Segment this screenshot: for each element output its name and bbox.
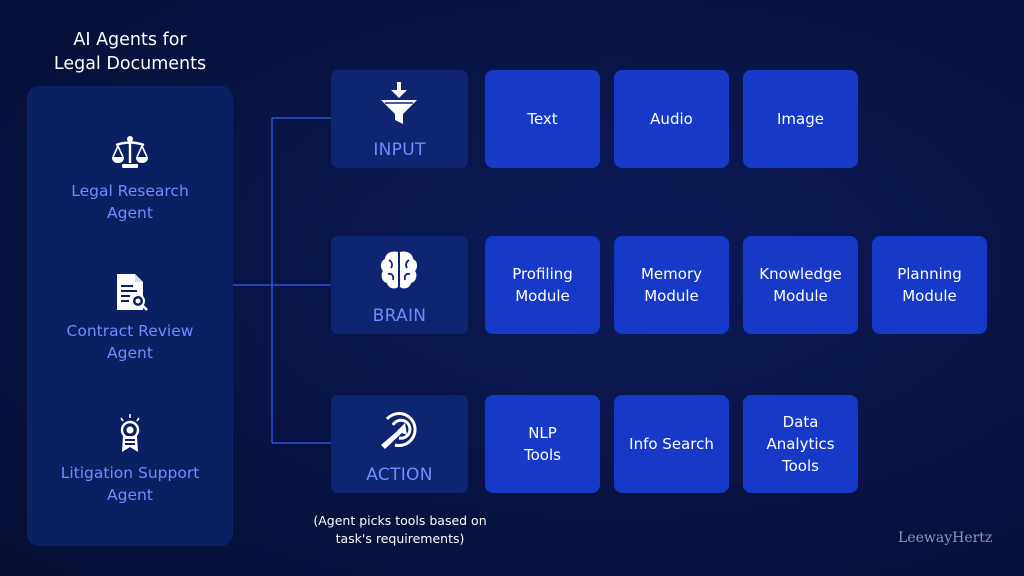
category-label: INPUT	[373, 140, 426, 160]
category-input: INPUT	[331, 70, 468, 168]
agent-label-line2: Agent	[107, 486, 153, 504]
agents-panel: Legal Research Agent Contract Review Age…	[27, 86, 233, 546]
diagram-title-line2: Legal Documents	[53, 54, 207, 74]
note-line1: (Agent picks tools based on	[313, 513, 487, 528]
item-text: Text	[485, 70, 600, 168]
item-label: Data	[782, 413, 819, 431]
cursor-target-icon	[381, 412, 417, 449]
category-label: ACTION	[366, 465, 433, 485]
agent-contract-review: Contract Review Agent	[27, 270, 233, 364]
item-label: Profiling	[512, 265, 573, 283]
item-label: Image	[777, 110, 824, 128]
agent-label-line1: Contract Review	[66, 322, 194, 340]
category-action: ACTION	[331, 395, 468, 493]
agent-label-line1: Legal Research	[71, 182, 189, 200]
item-label: Tools	[782, 457, 819, 475]
item-label: Text	[527, 110, 558, 128]
agent-label-line1: Litigation Support	[60, 464, 200, 482]
item-label: Module	[902, 287, 957, 305]
item-info-search: Info Search	[614, 395, 729, 493]
item-label: NLP	[528, 424, 557, 442]
item-audio: Audio	[614, 70, 729, 168]
contract-document-icon	[117, 274, 148, 311]
item-data-analytics-tools: Data Analytics Tools	[743, 395, 858, 493]
category-brain: BRAIN	[331, 236, 468, 334]
tool-selection-note: (Agent picks tools based on task's requi…	[300, 512, 500, 548]
note-line2: task's requirements)	[335, 531, 465, 546]
item-label: Memory	[640, 265, 702, 283]
item-label: Planning	[897, 265, 962, 283]
agent-label-line2: Agent	[107, 204, 153, 222]
item-label: Tools	[524, 446, 561, 464]
item-planning-module: Planning Module	[872, 236, 987, 334]
agent-litigation-support: Litigation Support Agent	[27, 412, 233, 506]
item-label: Module	[773, 287, 828, 305]
agent-legal-research: Legal Research Agent	[27, 130, 233, 224]
agent-label-line2: Agent	[107, 344, 153, 362]
item-nlp-tools: NLP Tools	[485, 395, 600, 493]
diagram-title-line1: AI Agents for	[73, 30, 187, 50]
funnel-icon	[381, 82, 417, 124]
item-profiling-module: Profiling Module	[485, 236, 600, 334]
brain-icon	[380, 251, 418, 289]
item-image: Image	[743, 70, 858, 168]
item-knowledge-module: Knowledge Module	[743, 236, 858, 334]
award-badge-icon	[120, 414, 140, 452]
item-label: Module	[644, 287, 699, 305]
item-label: Module	[515, 287, 570, 305]
item-label: Audio	[650, 110, 693, 128]
diagram-title: AI Agents for Legal Documents	[25, 28, 235, 76]
item-label: Knowledge	[759, 265, 842, 283]
item-memory-module: Memory Module	[614, 236, 729, 334]
item-label: Analytics	[766, 435, 835, 453]
category-label: BRAIN	[372, 306, 427, 326]
item-label: Info Search	[629, 435, 714, 453]
scales-icon	[112, 136, 148, 168]
brand-watermark: LeewayHertz	[898, 530, 993, 546]
